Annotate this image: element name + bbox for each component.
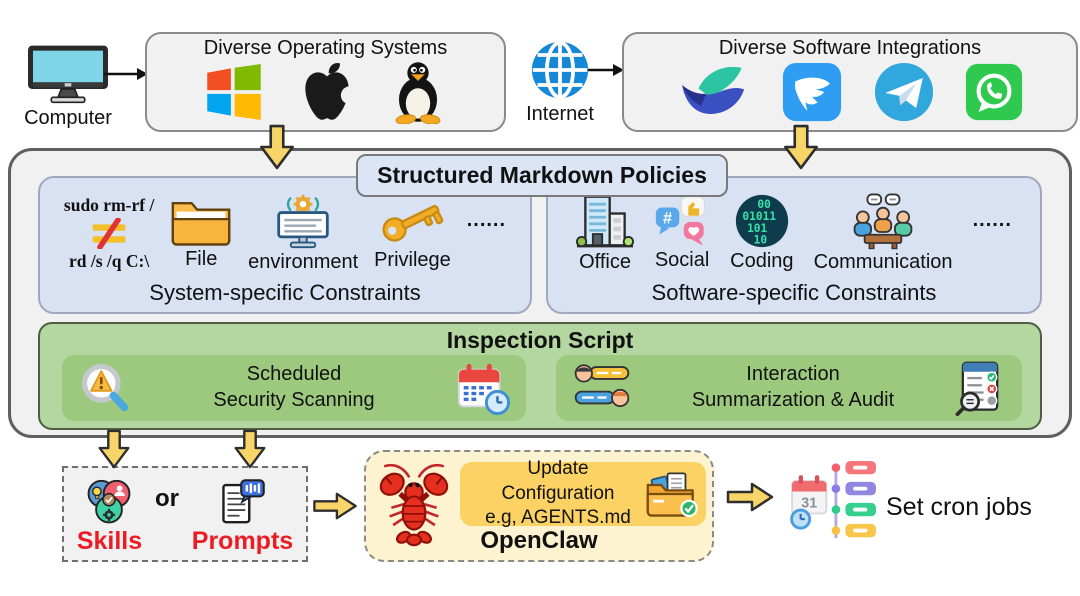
privilege-item: Privilege [374,194,451,272]
os-box-title: Diverse Operating Systems [203,37,448,59]
apple-logo-icon [304,63,354,120]
system-constraint-items: sudo rm-rf / rd /s /q C:\ File [48,186,522,280]
social-bubbles-icon: # [655,195,706,246]
lark-icon [682,66,745,114]
command-line-2: rd /s /q C:\ [68,250,150,271]
system-constraints-box: sudo rm-rf / rd /s /q C:\ File [38,176,532,314]
update-config-box: Update Configuration e.g, AGENTS.md [460,458,706,528]
office-label: Office [579,251,631,273]
openclaw-name: OpenClaw [480,527,598,554]
environment-item: environment [248,192,358,274]
not-equal-icon [92,217,126,249]
skills-prompts-box: Skills or Prompts [62,466,308,562]
internet-globe-icon [531,40,589,100]
or-label: or [154,485,179,512]
software-ellipsis: ...... [972,208,1012,231]
computer-label: Computer [24,107,112,129]
internet-label: Internet [526,103,594,125]
system-constraints-caption: System-specific Constraints [149,280,421,305]
arrow-to-openclaw [313,492,357,520]
arrow-down-prompts [234,429,266,469]
calendar-clock-icon [457,363,510,415]
communication-label: Communication [813,251,953,273]
prompts-label: Prompts [191,527,294,555]
prompts-column: Prompts [192,468,293,560]
software-box: Diverse Software Integrations [622,32,1078,132]
office-item: Office [576,192,635,274]
forbidden-commands: sudo rm-rf / rd /s /q C:\ [64,195,154,272]
dingtalk-icon [783,62,842,122]
update-config-text: Update Configuration e.g, AGENTS.md [485,457,631,529]
software-constraints-box: Office # Social [546,176,1042,314]
coding-item: 00 01011 101 10 Coding [730,193,794,273]
summarization-audit-box: Interaction Summarization & Audit [556,355,1022,421]
software-icons [624,60,1076,130]
svg-text:101: 101 [747,222,767,235]
arrow-down-skills [98,429,130,469]
social-label: Social [654,249,710,271]
arrow-software-down [784,124,818,170]
meeting-people-icon [853,193,913,250]
coding-label: Coding [730,250,794,272]
file-item: File [170,195,232,271]
prompts-doc-icon [222,479,266,524]
arrow-to-cron [726,482,774,512]
windows-logo-icon [207,64,262,120]
summarization-audit-text: Interaction Summarization & Audit [691,363,895,411]
computer-icon [28,45,108,104]
security-scan-icon [81,364,129,412]
security-scanning-box: Scheduled Security Scanning [62,355,526,421]
arrow-os-down [260,124,294,170]
skills-column: Skills [77,468,142,560]
os-box: Diverse Operating Systems [145,32,506,132]
software-constraint-items: Office # Social [556,186,1032,280]
software-box-title: Diverse Software Integrations [718,37,982,59]
folder-icon [171,201,231,246]
coding-binary-icon: 00 01011 101 10 [735,194,788,248]
interaction-chat-icon [574,364,630,408]
svg-text:#: # [663,210,672,228]
audit-checklist-icon [955,361,999,416]
command-line-1: sudo rm-rf / [63,194,155,215]
social-item: # Social [654,194,710,272]
os-icons [147,60,504,130]
internet-group: Internet [516,40,604,126]
svg-text:31: 31 [801,496,817,512]
whatsapp-icon [965,63,1022,121]
inspection-title: Inspection Script [446,327,634,353]
skills-venn-icon [88,479,131,524]
privilege-key-icon [382,204,444,242]
svg-text:10: 10 [753,233,767,246]
policies-title: Structured Markdown Policies [356,154,728,197]
svg-text:01011: 01011 [742,210,776,223]
inspection-script-box: Inspection Script Scheduled Security Sca… [38,322,1042,430]
skills-label: Skills [76,527,143,555]
computer-group: Computer [12,44,124,130]
config-folder-icon [646,472,698,518]
system-ellipsis: ...... [466,208,507,231]
environment-label: environment [248,251,359,273]
telegram-icon [874,62,933,122]
linux-tux-icon [395,62,441,124]
svg-text:00: 00 [757,198,771,211]
privilege-label: Privilege [374,249,451,271]
lobster-icon [379,464,449,547]
arrow-computer-to-os [104,68,148,80]
file-label: File [185,248,218,270]
cron-label: Set cron jobs [886,493,1032,521]
software-constraints-caption: Software-specific Constraints [651,280,937,305]
security-scanning-text: Scheduled Security Scanning [213,363,375,411]
communication-item: Communication [814,192,953,274]
arrow-internet-to-software [588,64,624,76]
office-building-icon [576,195,635,248]
openclaw-box: Update Configuration e.g, AGENTS.md Open… [364,450,714,562]
environment-monitor-icon [277,194,329,249]
cron-schedule-icon: 31 [790,460,876,539]
